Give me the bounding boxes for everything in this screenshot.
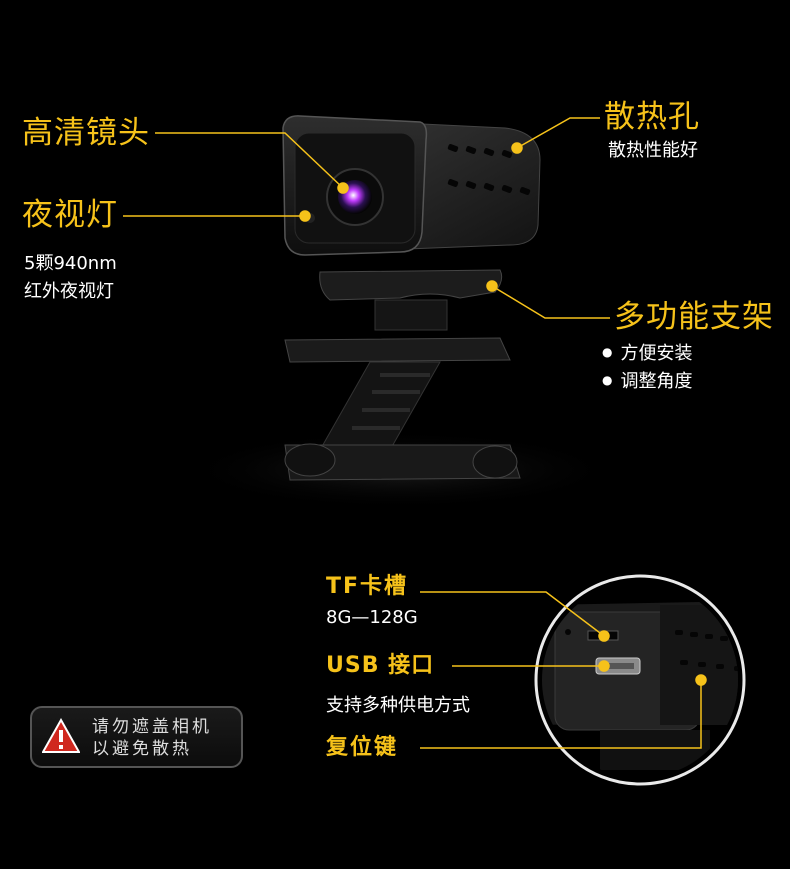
usb-desc: 支持多种供电方式	[326, 695, 470, 716]
night-light-desc-2: 红外夜视灯	[24, 281, 114, 302]
bracket	[284, 269, 521, 481]
heat-vent-title: 散热孔	[604, 99, 700, 135]
warning-line-1: 请勿遮盖相机	[92, 717, 212, 737]
port-zoom-circle	[534, 574, 746, 786]
warning-triangle-icon	[42, 718, 80, 753]
warning-line-2: 以避免散热	[92, 739, 192, 759]
leader-lines	[123, 117, 707, 749]
reset-title: 复位键	[326, 735, 399, 760]
lens-title: 高清镜头	[22, 115, 150, 151]
camera-body	[282, 115, 541, 256]
stand-bullet-1: 方便安装	[602, 341, 692, 368]
night-light-desc-1: 5颗940nm	[24, 253, 117, 274]
usb-title: USB 接口	[326, 653, 435, 678]
stand-title: 多功能支架	[614, 299, 774, 335]
warning-box: 请勿遮盖相机 以避免散热	[30, 706, 243, 768]
tf-title: TF卡槽	[326, 574, 409, 599]
night-light-title: 夜视灯	[22, 197, 118, 233]
heat-vent-desc: 散热性能好	[608, 140, 698, 161]
stand-bullet-2: 调整角度	[602, 369, 692, 396]
tf-desc: 8G—128G	[326, 607, 418, 628]
